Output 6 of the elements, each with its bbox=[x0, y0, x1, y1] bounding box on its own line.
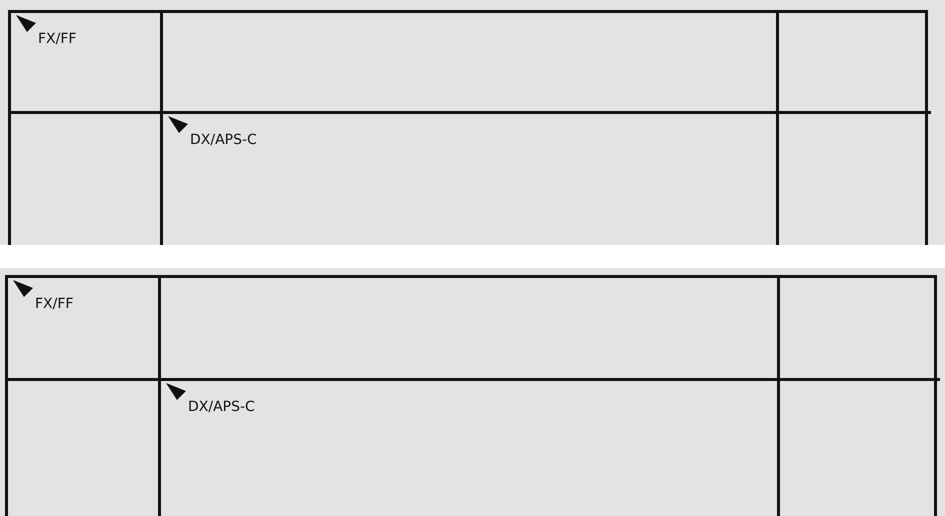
format-label: DX/APS-C bbox=[188, 399, 255, 415]
crop-frame bbox=[158, 378, 780, 516]
crop-frame bbox=[160, 111, 779, 245]
format-label: FX/FF bbox=[38, 31, 76, 47]
format-label: DX/APS-C bbox=[190, 132, 257, 148]
format-label: FX/FF bbox=[35, 296, 74, 312]
